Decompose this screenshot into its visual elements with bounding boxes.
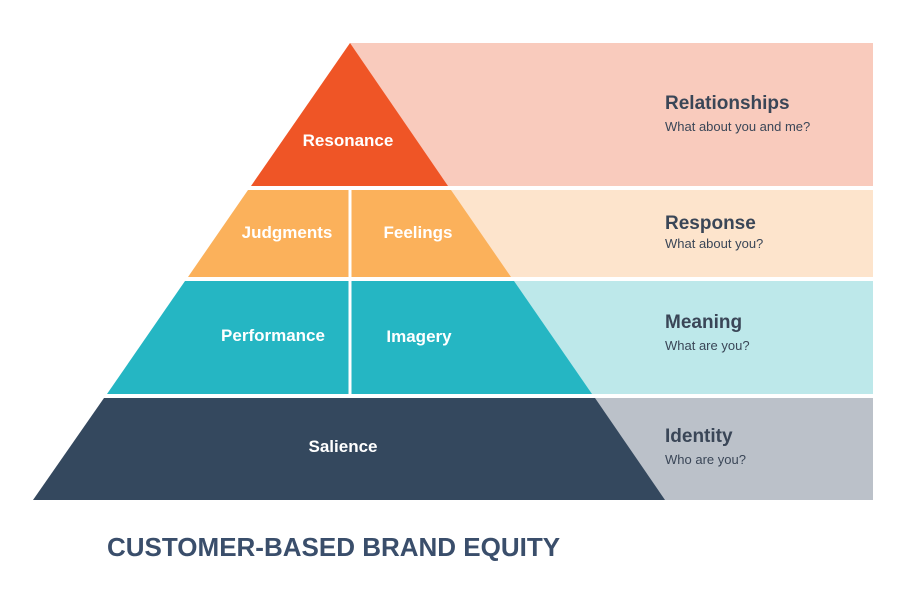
block-label-judgments: Judgments (242, 223, 333, 242)
band-question-identity: Who are you? (665, 452, 746, 467)
band-labels: Relationships What about you and me? Res… (665, 93, 810, 467)
band-title-relationships: Relationships (665, 93, 790, 114)
pyramid-tier-resonance (251, 43, 448, 186)
band-title-identity: Identity (665, 426, 733, 447)
block-label-salience: Salience (309, 437, 378, 456)
block-label-performance: Performance (221, 326, 325, 345)
block-label-imagery: Imagery (386, 327, 452, 346)
band-question-response: What about you? (665, 236, 763, 251)
band-relationships (350, 43, 873, 186)
band-question-meaning: What are you? (665, 338, 750, 353)
pyramid-tier-identity (33, 398, 665, 500)
band-question-relationships: What about you and me? (665, 119, 810, 134)
diagram-title: CUSTOMER-BASED BRAND EQUITY (107, 532, 560, 562)
pyramid (33, 43, 665, 500)
block-label-feelings: Feelings (384, 223, 453, 242)
pyramid-labels: Resonance Judgments Feelings Performance… (221, 131, 452, 456)
band-title-meaning: Meaning (665, 312, 742, 333)
block-label-resonance: Resonance (303, 131, 394, 150)
band-title-response: Response (665, 213, 756, 234)
